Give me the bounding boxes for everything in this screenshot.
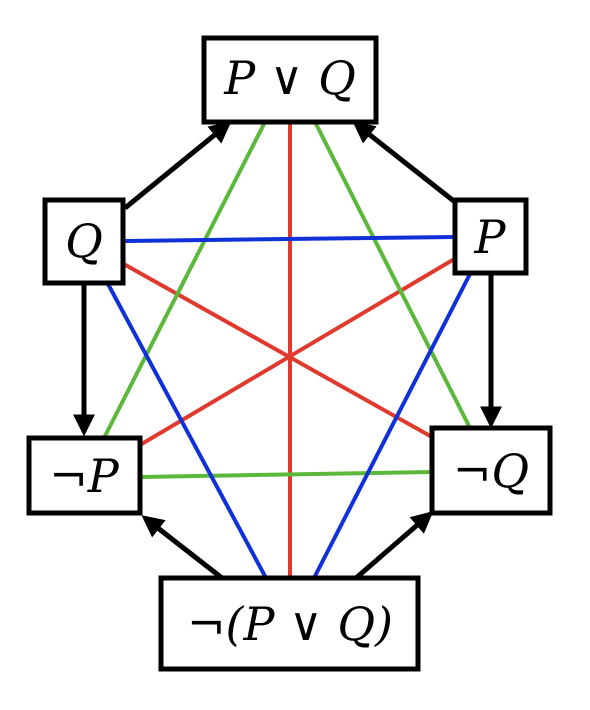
arrow-notporq-to-notq bbox=[354, 511, 434, 580]
line-p-notporq bbox=[312, 273, 472, 579]
arrow-notporq-to-notp bbox=[141, 515, 224, 580]
line-contradictory-q-notq bbox=[121, 261, 433, 439]
node-q-label: Q bbox=[65, 214, 103, 268]
node-p-label: P bbox=[474, 210, 507, 264]
node-p-or-q-label: P ∨ Q bbox=[223, 51, 356, 105]
node-p: P bbox=[452, 197, 529, 276]
node-not-q-label: ¬Q bbox=[453, 444, 529, 498]
line-q-notporq bbox=[106, 283, 268, 579]
node-not-p-or-q: ¬(P ∨ Q) bbox=[158, 575, 421, 672]
relation-lines bbox=[102, 121, 472, 579]
node-not-p: ¬P bbox=[26, 435, 143, 516]
line-porq-notq bbox=[313, 121, 472, 429]
node-not-q: ¬Q bbox=[429, 425, 553, 516]
node-q: Q bbox=[42, 197, 126, 286]
line-q-p bbox=[123, 235, 456, 243]
implication-arrows bbox=[72, 121, 503, 580]
arrow-p-to-porq bbox=[352, 121, 457, 204]
node-p-or-q: P ∨ Q bbox=[201, 35, 379, 125]
node-not-p-or-q-label: ¬(P ∨ Q) bbox=[187, 597, 393, 651]
line-notp-notq bbox=[139, 470, 433, 479]
node-not-p-label: ¬P bbox=[49, 449, 120, 503]
line-contradictory-p-notp bbox=[138, 256, 458, 447]
line-porq-notp bbox=[102, 121, 267, 439]
proposition-nodes: P ∨ Q Q P ¬P ¬Q ¬(P ∨ Q) bbox=[26, 35, 553, 672]
arrow-q-to-porq bbox=[123, 121, 232, 210]
